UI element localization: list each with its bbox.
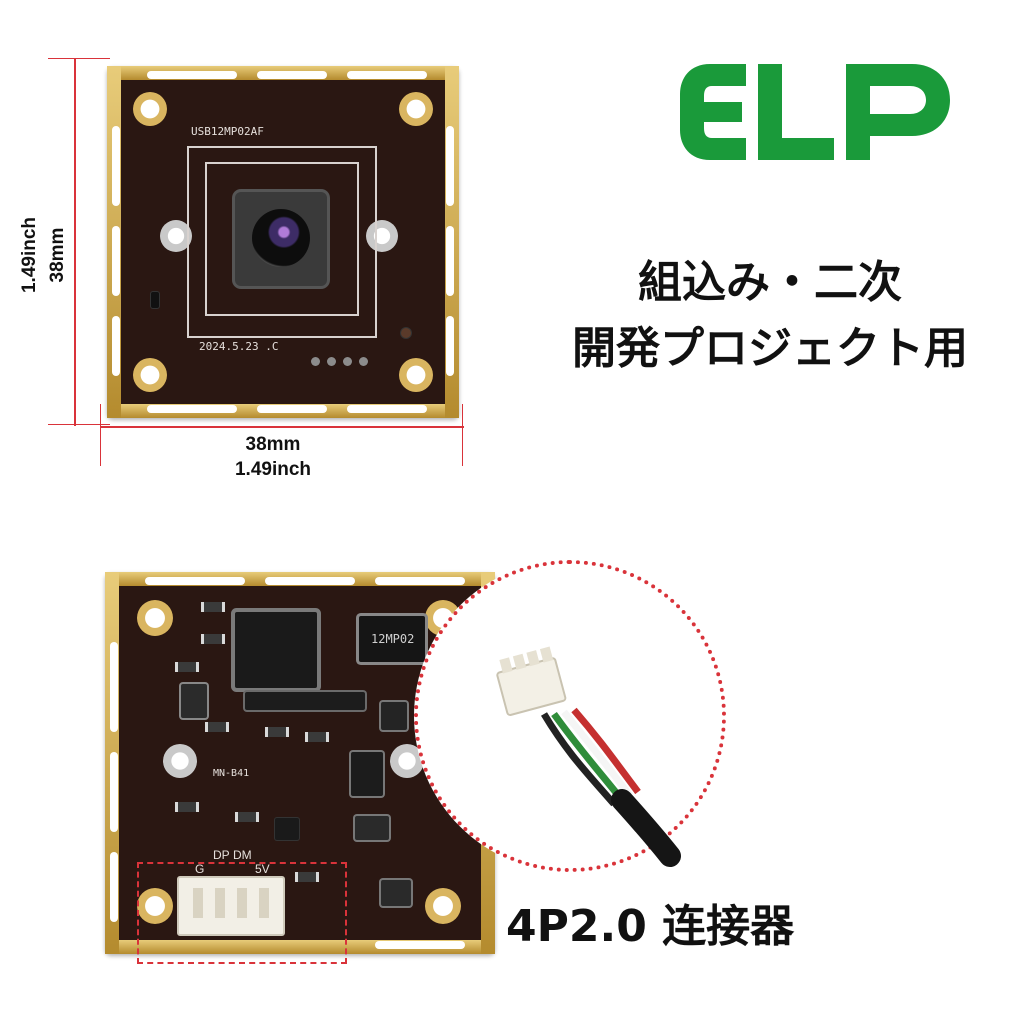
- slot: [112, 126, 120, 206]
- dimension-tick: [100, 404, 101, 466]
- component: [151, 292, 159, 308]
- slot: [112, 226, 120, 296]
- component: [275, 818, 299, 840]
- smd-component: [175, 662, 199, 672]
- height-inch-label: 1.49inch: [19, 216, 40, 294]
- lens-mount-hole: [366, 220, 398, 252]
- slot: [110, 642, 118, 732]
- headline-line-2: 開発プロジェクト用: [572, 323, 968, 374]
- height-mm-label: 38mm: [47, 227, 68, 283]
- mounting-hole: [425, 888, 461, 924]
- pad: [327, 357, 336, 366]
- dimension-tick: [48, 58, 110, 59]
- slot: [347, 71, 427, 79]
- 4p-connector: [177, 876, 285, 936]
- width-inch-label: 1.49inch: [234, 459, 312, 480]
- inductor: [381, 702, 407, 730]
- smd-component: [295, 872, 319, 882]
- lens-mount-hole: [160, 220, 192, 252]
- slot: [347, 405, 427, 413]
- width-mm-label: 38mm: [245, 434, 301, 455]
- slot: [147, 405, 237, 413]
- lens-mount-hole: [163, 744, 197, 778]
- slot: [110, 852, 118, 922]
- slot: [257, 71, 327, 79]
- smd-component: [175, 802, 199, 812]
- pin-label-g: G: [195, 862, 205, 876]
- pin-label-5v: 5V: [255, 862, 270, 876]
- smd-component: [305, 732, 329, 742]
- connector-pin: [259, 888, 269, 918]
- pad: [343, 357, 352, 366]
- slot: [147, 71, 237, 79]
- slot: [112, 316, 120, 376]
- model-label: USB12MP02AF: [191, 125, 264, 138]
- connector-highlight-box: [137, 862, 347, 964]
- width-dimension-line: [100, 426, 464, 428]
- connector-caption: 4P2.0 连接器: [506, 901, 795, 952]
- component: [401, 328, 411, 338]
- top-camera-board: USB12MP02AF 2024.5.23 .C: [107, 66, 459, 418]
- camera-lens-module: [235, 192, 327, 286]
- pad: [311, 357, 320, 366]
- pin-label-dp: DP: [213, 848, 230, 862]
- pin-label-dm: DM: [233, 848, 252, 862]
- elp-logo-icon: [680, 64, 950, 160]
- slot: [446, 226, 454, 296]
- flash-chip-label: 12MP02: [371, 632, 415, 646]
- slot: [257, 405, 327, 413]
- cable-connector-icon: [496, 646, 681, 867]
- pad: [359, 357, 368, 366]
- dimension-tick: [48, 424, 110, 425]
- silkscreen-frame-outer: [187, 146, 377, 338]
- chip2-label: MN-B41: [213, 768, 250, 779]
- slot: [375, 577, 465, 585]
- cable-zoom-circle: [414, 560, 726, 872]
- resistor-array: [245, 692, 365, 710]
- smd-component: [201, 634, 225, 644]
- mounting-hole: [399, 92, 433, 126]
- height-dimension-line: [74, 58, 76, 426]
- slot: [265, 577, 355, 585]
- smd-component: [205, 722, 229, 732]
- slot: [446, 316, 454, 376]
- connector-pin: [237, 888, 247, 918]
- connector-pin: [215, 888, 225, 918]
- slot: [145, 577, 245, 585]
- smd-component: [235, 812, 259, 822]
- mounting-hole: [399, 358, 433, 392]
- regulator-chip: [351, 752, 383, 796]
- headline-line-1: 組込み・二次: [638, 257, 902, 308]
- main-controller-chip: [235, 612, 317, 688]
- slot: [110, 752, 118, 832]
- mounting-hole: [133, 358, 167, 392]
- camera-lens-icon: [252, 209, 310, 267]
- smd-component: [265, 727, 289, 737]
- crystal: [181, 684, 207, 718]
- mounting-hole: [137, 600, 173, 636]
- component: [355, 816, 389, 840]
- component: [381, 880, 411, 906]
- date-label: 2024.5.23 .C: [199, 340, 279, 353]
- slot: [375, 941, 465, 949]
- slot: [446, 126, 454, 206]
- mounting-hole: [133, 92, 167, 126]
- flash-chip: 12MP02: [359, 616, 425, 662]
- elp-logo: [676, 60, 954, 164]
- smd-component: [201, 602, 225, 612]
- mounting-hole: [137, 888, 173, 924]
- connector-pin: [193, 888, 203, 918]
- silkscreen-frame-inner: [205, 162, 359, 316]
- dimension-tick: [462, 404, 463, 466]
